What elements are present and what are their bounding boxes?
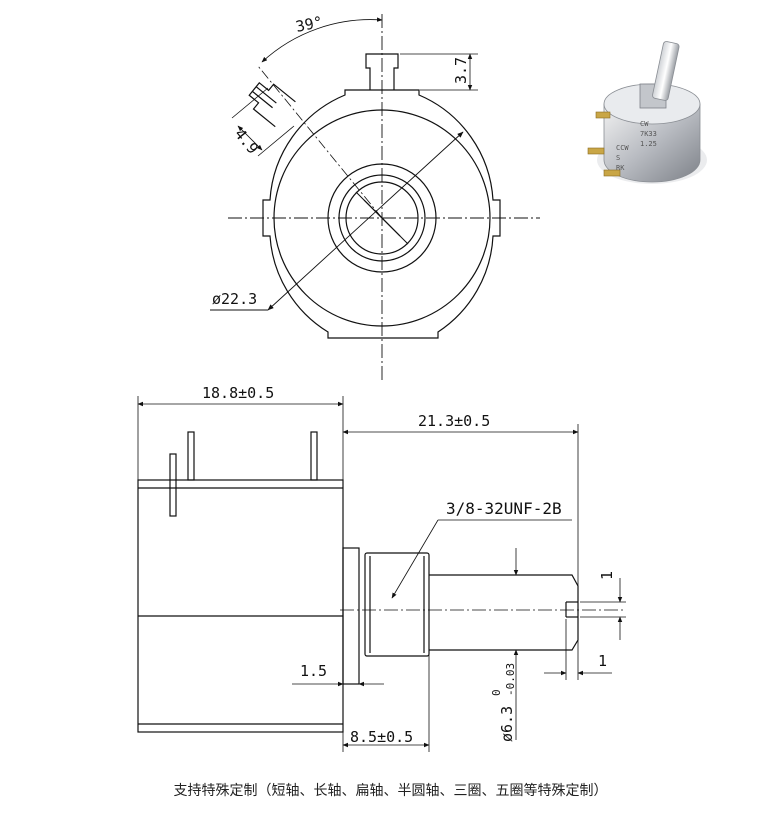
shaft-length-label: 21.3±0.5 [418, 412, 490, 430]
bushing-length-label: 8.5±0.5 [350, 728, 413, 746]
customization-caption: 支持特殊定制（短轴、长轴、扁轴、半圆轴、三圈、五圈等特殊定制） [173, 783, 608, 799]
body-length-label: 18.8±0.5 [202, 384, 274, 402]
tab-height-label: 3.7 [452, 57, 470, 84]
side-view [137, 396, 626, 752]
svg-text:0: 0 [490, 689, 503, 696]
photo-label-s: S [616, 154, 620, 162]
flat-length-label: 1 [598, 652, 607, 670]
housing-body [137, 479, 344, 733]
terminal-pin-mid [187, 431, 195, 481]
front-view [210, 14, 540, 380]
photo-label-ccw: CCW [616, 144, 629, 152]
product-photo: CW 7K33 1.25 CCW S RK [560, 34, 766, 230]
terminal-pin-left [169, 453, 177, 517]
svg-text:ø6.3: ø6.3 [498, 706, 516, 742]
diameter-label: ø22.3 [212, 290, 257, 308]
terminal-pin-right [310, 431, 318, 481]
threaded-bushing [364, 552, 430, 657]
flange-label: 1.5 [300, 662, 327, 680]
outer-housing-outline [262, 89, 501, 339]
svg-text:-0.03: -0.03 [504, 663, 517, 696]
mounting-flange [342, 547, 360, 685]
photo-label-cw: CW [640, 120, 649, 128]
tab-width-label: 4.9 [231, 125, 262, 157]
photo-label-model: 7K33 [640, 130, 657, 138]
angled-terminal-tab [248, 81, 296, 128]
flat-depth-label: 1 [598, 571, 616, 580]
angle-label: 39° [294, 13, 324, 36]
photo-label-value: 1.25 [640, 140, 657, 148]
shaft-diameter-label: ø6.3 0 -0.03 [490, 663, 517, 742]
thread-spec-label: 3/8-32UNF-2B [446, 499, 562, 518]
photo-label-rk: RK [616, 164, 625, 172]
shaft-outline [429, 574, 579, 651]
